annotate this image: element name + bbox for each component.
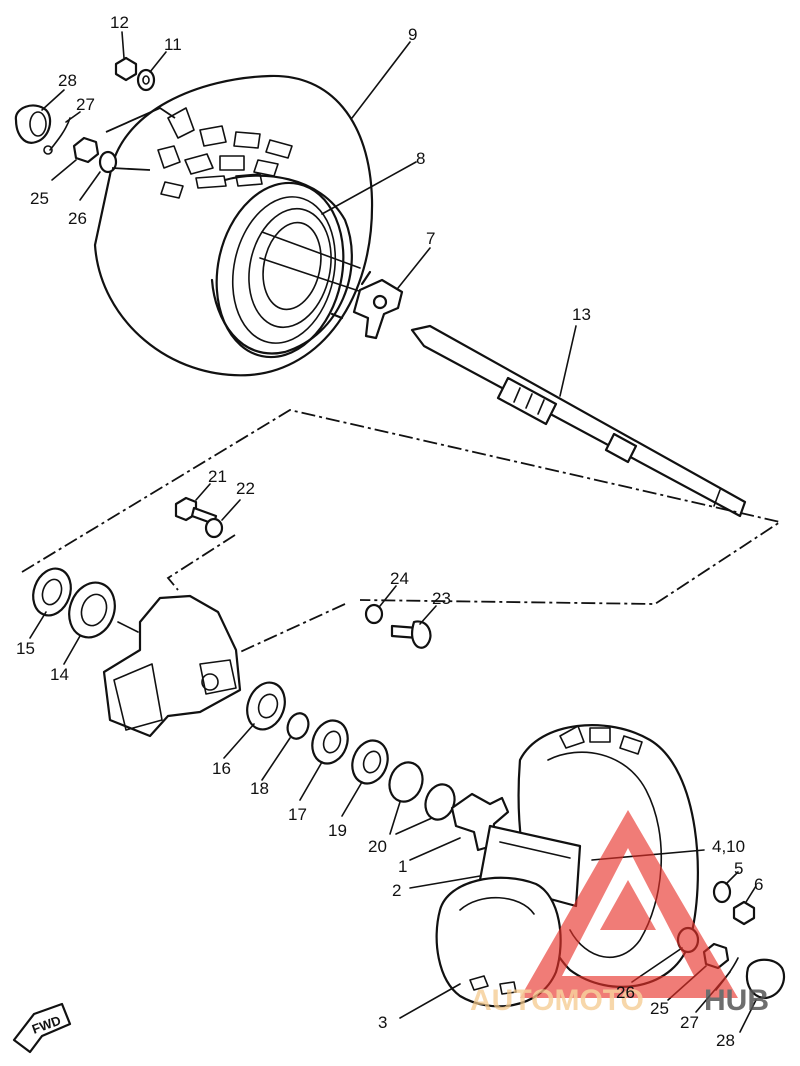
callout-c14: 14 <box>50 665 69 684</box>
callout-c2: 2 <box>392 881 401 900</box>
callout-c23: 23 <box>432 589 451 608</box>
seal-20a <box>388 761 424 803</box>
callout-c16: 16 <box>212 759 231 778</box>
callout-c20: 20 <box>368 837 387 856</box>
watermark-text-auto: AUTOMOTO <box>470 984 644 1017</box>
callout-c27a: 27 <box>76 95 95 114</box>
callout-c15: 15 <box>16 639 35 658</box>
callout-c26a: 26 <box>68 209 87 228</box>
callout-labels: 1211928272526871321222423151416181719201… <box>16 13 763 1050</box>
bearing-14 <box>68 581 116 639</box>
callout-c6: 6 <box>754 875 763 894</box>
washer-11 <box>136 68 156 92</box>
callout-c24: 24 <box>390 569 409 588</box>
callout-c27b: 27 <box>680 1013 699 1032</box>
bearing-17 <box>311 719 349 765</box>
callout-c5: 5 <box>734 859 743 878</box>
nut-6 <box>732 900 756 926</box>
axle-housing <box>102 594 242 738</box>
cap-28-lower <box>745 958 786 1000</box>
washer-5 <box>712 880 732 904</box>
washer-22 <box>204 517 224 539</box>
nut-25-upper <box>72 136 100 164</box>
assembly-dash-line <box>21 409 783 605</box>
leader-lines <box>29 31 757 1033</box>
collar-18 <box>286 712 310 740</box>
pin-27-upper <box>43 117 71 155</box>
callout-c7: 7 <box>426 229 435 248</box>
callout-c22: 22 <box>236 479 255 498</box>
seal-19 <box>351 739 389 785</box>
washer-24 <box>364 603 384 625</box>
callout-c28b: 28 <box>716 1031 735 1050</box>
seal-16 <box>246 681 286 731</box>
callout-c19: 19 <box>328 821 347 840</box>
callout-c25a: 25 <box>30 189 49 208</box>
callout-c9: 9 <box>408 25 417 44</box>
wheel-hub-upper <box>330 270 404 340</box>
callout-c13: 13 <box>572 305 591 324</box>
wheel-tire-upper <box>93 74 374 377</box>
callout-c17: 17 <box>288 805 307 824</box>
callout-c410: 4,10 <box>712 837 745 856</box>
washer-26-upper <box>98 150 118 174</box>
callout-c8: 8 <box>416 149 425 168</box>
callout-c11: 11 <box>164 35 182 54</box>
watermark-text-hub: HUB <box>704 984 769 1017</box>
nut-12 <box>114 56 138 82</box>
watermark-logo-triangle <box>520 810 738 998</box>
callout-c3: 3 <box>378 1013 387 1032</box>
callout-c18: 18 <box>250 779 269 798</box>
rear-axle-shaft <box>410 324 747 518</box>
callout-c26b: 26 <box>616 983 635 1002</box>
callout-c1: 1 <box>398 857 407 876</box>
bolt-23 <box>390 620 432 649</box>
watermark: AUTOMOTO HUB <box>470 810 769 1017</box>
callout-c12: 12 <box>110 13 129 32</box>
callout-c25b: 25 <box>650 999 669 1018</box>
callout-c21: 21 <box>208 467 227 486</box>
fwd-arrow: FWD <box>12 1002 72 1054</box>
cap-28-upper <box>14 104 52 144</box>
callout-c28a: 28 <box>58 71 77 90</box>
